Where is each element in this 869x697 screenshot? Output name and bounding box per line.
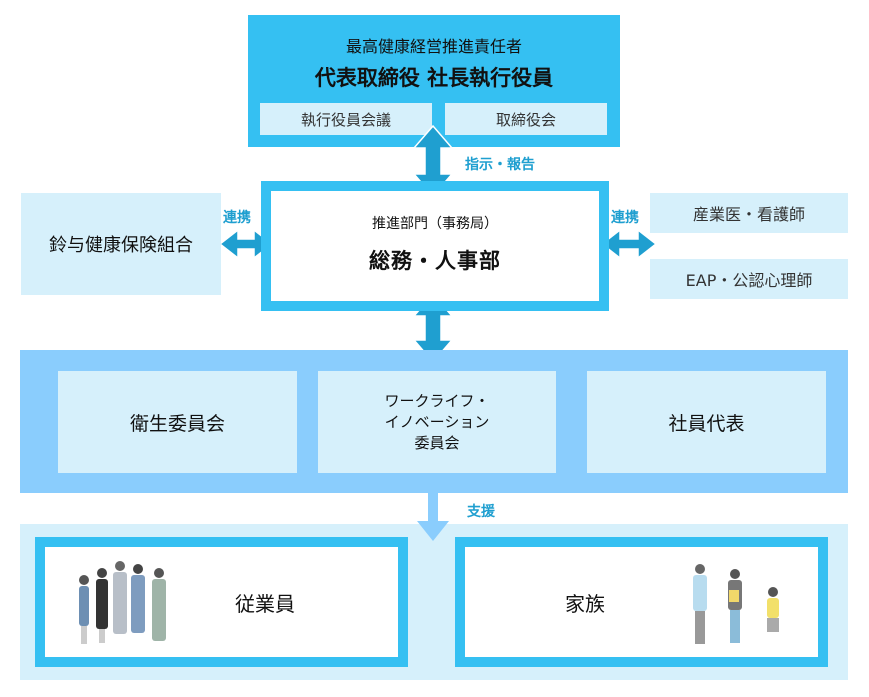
eap-box: EAP・公認心理師 bbox=[650, 259, 848, 299]
link-right-label: 連携 bbox=[611, 210, 639, 226]
family-label: 家族 bbox=[565, 592, 605, 616]
center-subtitle: 推進部門（事務局） bbox=[372, 216, 498, 232]
family-illustration bbox=[693, 564, 779, 644]
employees-illustration bbox=[79, 561, 166, 644]
work-life-committee-box: ワークライフ・ イノベーション 委員会 bbox=[318, 371, 556, 473]
employees-label: 従業員 bbox=[235, 592, 295, 616]
industrial-doctor-box: 産業医・看護師 bbox=[650, 193, 848, 233]
center-department-box bbox=[261, 181, 609, 311]
top-subtitle: 最高健康経営推進責任者 bbox=[345, 37, 522, 56]
link-left-label: 連携 bbox=[223, 210, 251, 226]
health-insurance-box: 鈴与健康保険組合 bbox=[21, 193, 221, 295]
health-committee-box: 衛生委員会 bbox=[58, 371, 297, 473]
support-label: 支援 bbox=[467, 504, 495, 520]
family-box bbox=[455, 537, 828, 667]
board-box: 取締役会 bbox=[445, 103, 607, 135]
double-arrow-right bbox=[600, 228, 658, 260]
instruction-report-label: 指示・報告 bbox=[465, 157, 535, 173]
employee-representative-box: 社員代表 bbox=[587, 371, 826, 473]
support-arrow bbox=[417, 493, 449, 541]
center-title: 総務・人事部 bbox=[369, 249, 501, 273]
top-title: 代表取締役 社長執行役員 bbox=[314, 66, 554, 90]
executive-meeting-box: 執行役員会議 bbox=[260, 103, 432, 135]
